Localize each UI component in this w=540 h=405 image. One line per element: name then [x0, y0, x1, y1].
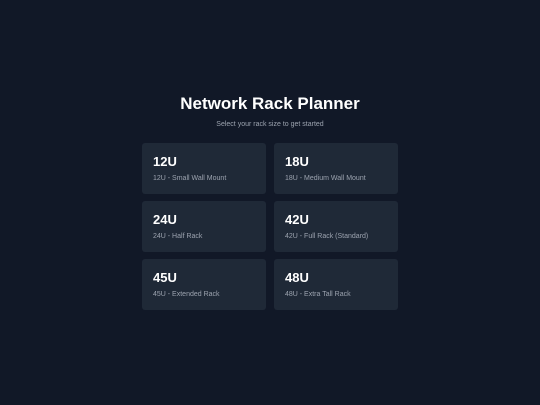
rack-size-description: 24U - Half Rack [153, 233, 203, 240]
rack-size-label: 18U [285, 154, 309, 169]
rack-size-label: 48U [285, 270, 309, 285]
rack-size-label: 24U [153, 212, 177, 227]
rack-option-24u[interactable]: 24U 24U - Half Rack [142, 201, 266, 252]
page-subtitle: Select your rack size to get started [216, 121, 324, 128]
rack-option-48u[interactable]: 48U 48U - Extra Tall Rack [274, 259, 398, 310]
rack-size-grid: 12U 12U - Small Wall Mount 18U 18U - Med… [142, 143, 398, 310]
rack-option-18u[interactable]: 18U 18U - Medium Wall Mount [274, 143, 398, 194]
rack-size-description: 48U - Extra Tall Rack [285, 291, 351, 298]
rack-option-12u[interactable]: 12U 12U - Small Wall Mount [142, 143, 266, 194]
page-title: Network Rack Planner [180, 94, 360, 113]
rack-option-42u[interactable]: 42U 42U - Full Rack (Standard) [274, 201, 398, 252]
rack-option-45u[interactable]: 45U 45U - Extended Rack [142, 259, 266, 310]
rack-size-description: 45U - Extended Rack [153, 291, 220, 298]
rack-size-label: 45U [153, 270, 177, 285]
rack-size-description: 18U - Medium Wall Mount [285, 175, 366, 182]
rack-size-label: 12U [153, 154, 177, 169]
rack-size-description: 12U - Small Wall Mount [153, 175, 227, 182]
rack-size-description: 42U - Full Rack (Standard) [285, 233, 369, 240]
rack-size-label: 42U [285, 212, 309, 227]
